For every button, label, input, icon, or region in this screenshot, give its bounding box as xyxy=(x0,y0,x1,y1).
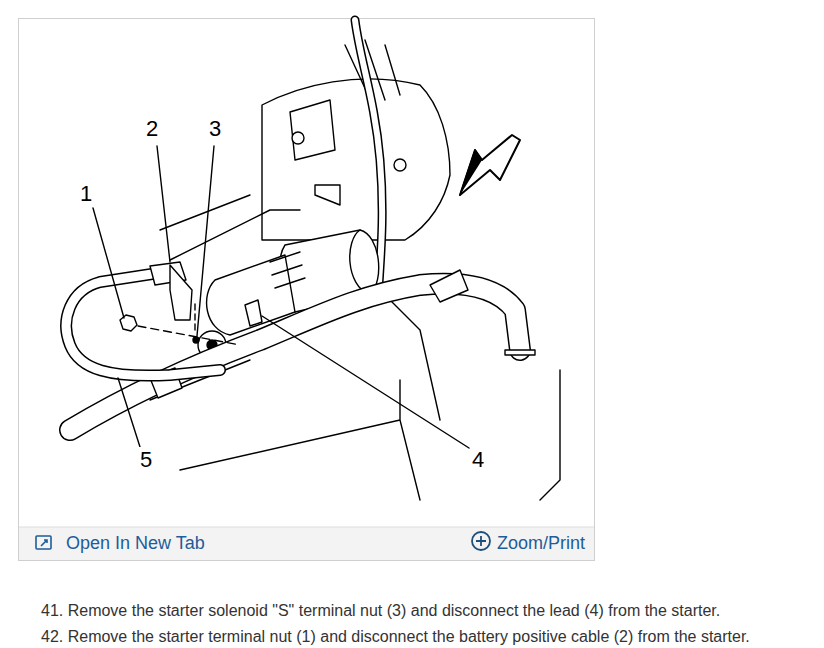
toolbar-link: Zoom/Print xyxy=(497,533,585,554)
battery-cable-outline xyxy=(66,272,220,376)
toolbar-link: Open In New Tab xyxy=(66,533,205,554)
figure-frame xyxy=(19,19,595,561)
shield-bracket xyxy=(290,100,335,160)
s-terminal-nut xyxy=(193,337,199,343)
hose-end xyxy=(505,350,535,355)
leader-line xyxy=(197,146,214,336)
s-terminal-lead xyxy=(245,300,262,326)
cable-terminal xyxy=(170,265,192,320)
leader-line xyxy=(93,208,124,318)
heat-shield xyxy=(262,79,450,240)
leader-line xyxy=(157,146,170,262)
terminal-nut xyxy=(120,315,137,331)
coolant-hose-fill xyxy=(70,284,520,430)
assembly-line xyxy=(194,300,195,330)
callout-number: 2 xyxy=(144,116,160,141)
pipe-clip xyxy=(394,159,406,171)
starter-end xyxy=(350,230,370,295)
instruction-step: 42. Remove the starter terminal nut (1) … xyxy=(41,628,750,646)
battery-cable-fill xyxy=(66,272,220,376)
toolbar-bar xyxy=(19,527,594,560)
leader-line xyxy=(118,378,140,447)
zoom-icon xyxy=(472,532,490,550)
callout-number: 3 xyxy=(207,116,223,141)
hose-clamp xyxy=(430,270,468,302)
leader-line xyxy=(262,316,469,448)
bolt-head xyxy=(292,132,304,144)
toolbar-border xyxy=(19,527,594,528)
shield-mark xyxy=(315,185,340,205)
callout-number: 5 xyxy=(138,447,154,472)
assembly-line xyxy=(138,326,240,345)
new-tab-icon xyxy=(36,536,51,549)
coolant-hose-outline xyxy=(70,284,520,430)
view-arrow xyxy=(460,135,520,195)
callout-number: 4 xyxy=(470,447,486,472)
callout-number: 1 xyxy=(78,181,94,206)
instruction-step: 41. Remove the starter solenoid "S" term… xyxy=(41,602,720,620)
arrow-shade xyxy=(460,150,482,195)
solenoid-studs xyxy=(270,252,305,288)
